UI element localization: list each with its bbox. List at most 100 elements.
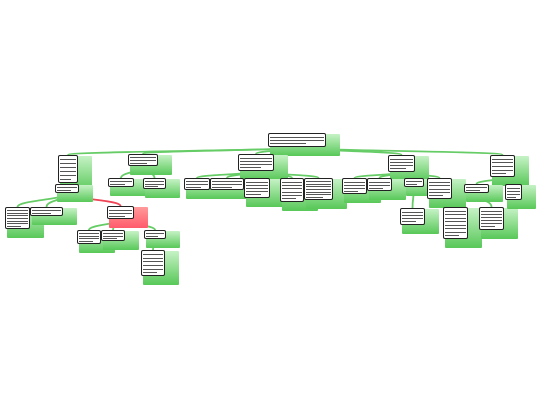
topic-text-line: [103, 235, 123, 237]
topic-text-line: [282, 185, 302, 186]
topic-text-line: [402, 218, 423, 220]
topic-box: [479, 207, 504, 230]
topic-text-line: [143, 257, 163, 259]
topic-text-line: [246, 184, 268, 186]
topic-text-line: [79, 233, 99, 235]
topic-text-line: [507, 190, 520, 192]
topic-text-line: [7, 223, 28, 225]
topic-node-b3a[interactable]: [184, 178, 210, 190]
topic-node-b5a2[interactable]: [479, 207, 504, 230]
topic-node-b1a1[interactable]: [5, 207, 30, 229]
topic-node-b3[interactable]: [238, 154, 274, 171]
topic-node-b1b[interactable]: [107, 206, 134, 219]
topic-text-line: [143, 272, 157, 274]
topic-node-b1[interactable]: [58, 155, 78, 183]
topic-node-b1b1[interactable]: [77, 230, 101, 244]
topic-text-line: [240, 167, 261, 169]
topic-text-line: [406, 183, 417, 185]
topic-text-line: [466, 187, 487, 189]
topic-text-line: [103, 237, 117, 239]
topic-node-b3e[interactable]: [304, 178, 333, 200]
topic-node-b2a[interactable]: [108, 178, 134, 187]
topic-text-line: [445, 210, 466, 212]
topic-text-line: [390, 158, 413, 160]
topic-text-line: [481, 210, 502, 212]
topic-text-line: [240, 164, 272, 166]
topic-node-b5a1[interactable]: [443, 207, 468, 239]
topic-text-line: [390, 168, 406, 170]
topic-text-line: [130, 157, 156, 159]
topic-text-line: [145, 185, 158, 187]
topic-text-line: [492, 162, 513, 164]
topic-box: [55, 184, 79, 193]
topic-text-line: [481, 213, 502, 215]
topic-text-line: [344, 190, 358, 192]
topic-node-b4[interactable]: [388, 155, 415, 172]
topic-text-line: [445, 224, 466, 226]
topic-text-line: [186, 184, 208, 185]
topic-text-line: [282, 188, 302, 190]
topic-text-line: [145, 181, 164, 183]
topic-node-b1a2[interactable]: [30, 207, 63, 216]
topic-node-b1b2[interactable]: [101, 230, 125, 241]
topic-text-line: [143, 261, 163, 263]
topic-text-line: [402, 211, 423, 213]
topic-text-line: [282, 195, 302, 196]
topic-text-line: [186, 181, 208, 183]
topic-text-line: [282, 181, 302, 183]
topic-text-line: [390, 161, 413, 163]
topic-text-line: [429, 181, 450, 183]
topic-text-line: [445, 217, 466, 219]
topic-text-line: [306, 183, 331, 185]
topic-node-b3d[interactable]: [280, 178, 304, 202]
topic-text-line: [240, 160, 272, 162]
topic-box: [388, 155, 415, 172]
topic-box: [404, 178, 424, 187]
topic-node-b4d[interactable]: [427, 178, 452, 199]
topic-node-b5a[interactable]: [464, 184, 489, 193]
topic-text-line: [270, 143, 306, 145]
topic-box: [505, 184, 522, 200]
topic-node-b4a[interactable]: [342, 178, 367, 194]
topic-text-line: [306, 189, 331, 190]
topic-text-line: [429, 195, 443, 197]
topic-text-line: [492, 166, 513, 167]
topic-text-line: [429, 191, 450, 193]
topic-text-line: [143, 264, 163, 266]
topic-node-b1b3a[interactable]: [141, 250, 165, 276]
topic-node-b1a[interactable]: [55, 184, 79, 193]
topic-node-b5b[interactable]: [505, 184, 522, 200]
topic-text-line: [282, 191, 302, 193]
topic-node-b3b[interactable]: [210, 178, 244, 190]
topic-text-line: [402, 221, 416, 223]
topic-text-line: [212, 181, 242, 183]
topic-node-b4c[interactable]: [404, 178, 424, 187]
topic-node-b2b[interactable]: [143, 178, 166, 189]
topic-text-line: [109, 212, 132, 214]
topic-node-b3c[interactable]: [244, 178, 270, 198]
topic-text-line: [60, 175, 76, 176]
topic-text-line: [481, 226, 495, 228]
topic-node-b2[interactable]: [128, 154, 158, 166]
topic-text-line: [145, 183, 164, 185]
topic-text-line: [240, 157, 272, 159]
topic-node-b4c1[interactable]: [400, 208, 425, 225]
topic-text-line: [306, 196, 323, 198]
topic-node-b4b[interactable]: [367, 178, 392, 191]
topic-node-b5[interactable]: [490, 155, 515, 177]
topic-text-line: [466, 189, 480, 191]
topic-text-line: [445, 214, 466, 216]
topic-text-line: [103, 233, 123, 235]
topic-text-line: [445, 228, 466, 230]
topic-node-b1b3[interactable]: [144, 230, 166, 239]
topic-text-line: [146, 235, 158, 237]
topic-text-line: [481, 220, 502, 222]
topic-text-line: [445, 231, 466, 233]
topic-text-line: [402, 214, 423, 216]
topic-text-line: [492, 169, 513, 171]
topic-text-line: [7, 215, 28, 217]
topic-text-line: [306, 186, 331, 188]
topic-node-root[interactable]: [268, 133, 326, 147]
topic-text-line: [7, 212, 28, 214]
topic-box: [238, 154, 274, 171]
